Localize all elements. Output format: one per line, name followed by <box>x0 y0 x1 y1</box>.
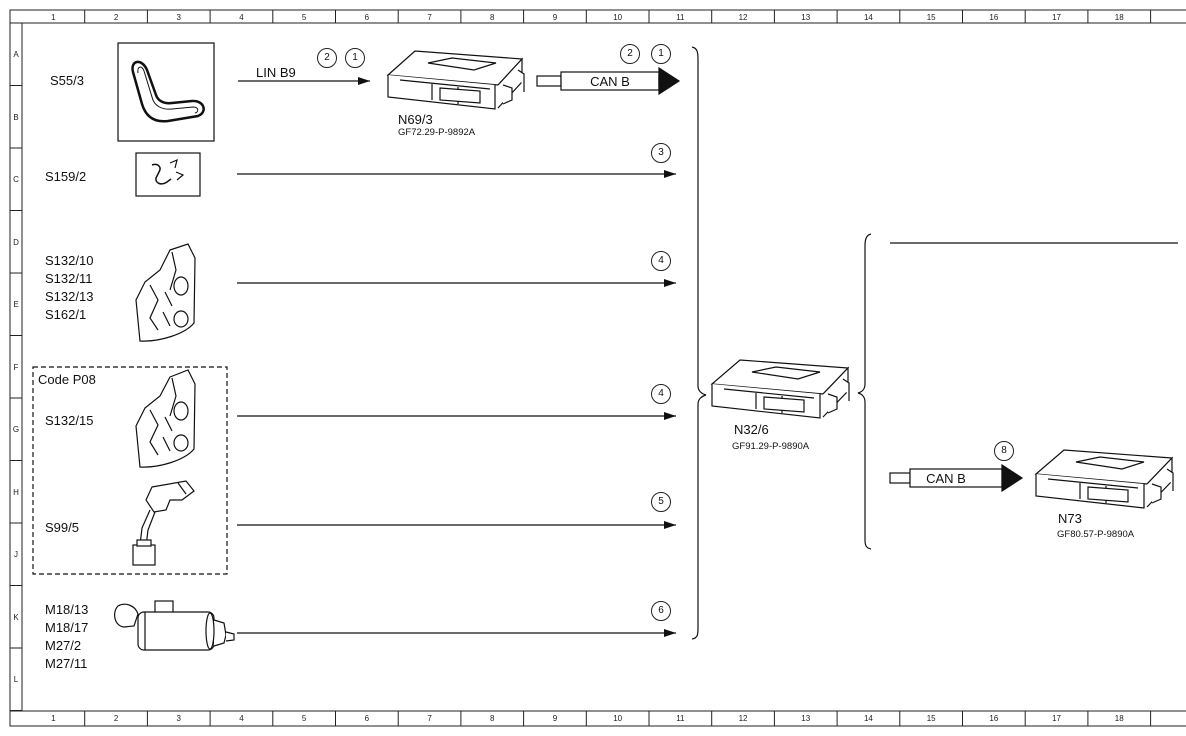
row-label: C <box>13 175 19 185</box>
row-label: L <box>13 675 19 685</box>
label-n69-3: N69/3 <box>398 112 433 127</box>
column-label: 18 <box>1114 714 1124 723</box>
code-p08-box <box>32 366 228 575</box>
column-ticks <box>84 10 1152 726</box>
ref-n73: GF80.57-P-9890A <box>1057 529 1135 540</box>
column-label: 6 <box>364 13 370 22</box>
column-label: 2 <box>113 13 119 22</box>
column-label: 10 <box>613 13 623 22</box>
can-b-top-connector <box>536 66 681 96</box>
row-label: E <box>13 300 19 310</box>
ref-n69-3: GF72.29-P-9892A <box>398 127 476 138</box>
column-label: 9 <box>552 714 558 723</box>
label-s162-1: S162/1 <box>45 307 87 322</box>
column-label: 14 <box>863 13 873 22</box>
row-label: G <box>12 425 20 435</box>
column-label: 3 <box>176 13 181 22</box>
row-ticks <box>10 85 22 711</box>
label-s99-5: S99/5 <box>45 520 79 535</box>
switch-assembly-icon <box>135 369 196 468</box>
column-label: 2 <box>113 714 119 723</box>
column-label: 3 <box>176 714 181 723</box>
can-b-right-connector <box>889 463 1024 493</box>
column-label: 14 <box>863 714 873 723</box>
adjustment-motor-icon <box>114 600 235 651</box>
column-label: 7 <box>427 714 432 723</box>
marker-row-k: 6 <box>651 601 671 621</box>
row-label: K <box>13 612 19 622</box>
marker-can-1: 1 <box>651 44 671 64</box>
marker-can-2: 2 <box>620 44 640 64</box>
marker-row-g: 4 <box>651 384 671 404</box>
column-label: 8 <box>490 13 495 22</box>
column-label: 4 <box>239 13 244 22</box>
label-m18-17: M18/17 <box>45 620 89 635</box>
label-code-p08: Code P08 <box>38 372 96 387</box>
bus-brace-left <box>691 46 707 640</box>
label-s132-13: S132/13 <box>45 289 94 304</box>
marker-lin-2: 2 <box>317 48 337 68</box>
column-label: 11 <box>676 714 685 723</box>
column-label: 11 <box>676 13 685 22</box>
column-label: 13 <box>801 714 811 723</box>
column-label: 15 <box>926 714 936 723</box>
column-label: 1 <box>51 13 56 22</box>
row-label: F <box>13 362 19 372</box>
label-can-b-top: CAN B <box>590 74 630 89</box>
column-label: 7 <box>427 13 432 22</box>
column-label: 9 <box>552 13 558 22</box>
label-lin-b9: LIN B9 <box>256 65 296 80</box>
label-n73: N73 <box>1058 511 1082 526</box>
frame-border <box>9 9 1186 727</box>
column-label: 16 <box>989 13 999 22</box>
row-label: A <box>13 50 19 60</box>
ref-n32-6: GF91.29-P-9890A <box>732 441 810 452</box>
label-s132-10: S132/10 <box>45 253 94 268</box>
label-m27-11: M27/11 <box>45 656 88 671</box>
label-switch-group: S132/10 S132/11 S132/13 S162/1 <box>45 252 93 324</box>
column-label: 12 <box>738 13 748 22</box>
column-label: 16 <box>989 714 999 723</box>
column-label: 10 <box>613 714 623 723</box>
label-m27-2: M27/2 <box>45 638 82 653</box>
column-label: 18 <box>1114 13 1124 22</box>
marker-row-e: 4 <box>651 251 671 271</box>
label-s132-15: S132/15 <box>45 413 94 428</box>
column-label: 13 <box>801 13 811 22</box>
memory-switch-icon <box>135 152 201 197</box>
marker-lin-1: 1 <box>345 48 365 68</box>
column-label: 8 <box>490 714 495 723</box>
label-m18-13: M18/13 <box>45 602 89 617</box>
row-label: J <box>14 550 18 560</box>
control-module-n69-3-icon <box>386 50 525 110</box>
seat-adjust-switch-icon <box>117 42 215 142</box>
label-n32-6: N32/6 <box>734 422 769 437</box>
column-label: 17 <box>1052 13 1061 22</box>
row-label: B <box>13 112 19 122</box>
label-s55-3: S55/3 <box>50 73 84 88</box>
column-label: 15 <box>926 13 936 22</box>
marker-right-can: 8 <box>994 441 1014 461</box>
marker-row-h: 5 <box>651 492 671 512</box>
column-label: 5 <box>301 714 307 723</box>
label-motor-group: M18/13 M18/17 M27/2 M27/11 <box>45 601 88 673</box>
sensor-icon <box>132 480 195 566</box>
door-switch-assembly-icon <box>135 243 196 342</box>
bus-brace-right <box>857 233 872 550</box>
column-label: 4 <box>239 714 244 723</box>
column-label: 12 <box>738 714 748 723</box>
control-module-n73-icon <box>1034 449 1174 509</box>
column-label: 6 <box>364 714 370 723</box>
label-s132-11: S132/11 <box>45 271 93 286</box>
label-can-b-right: CAN B <box>926 471 966 486</box>
marker-row-c: 3 <box>651 143 671 163</box>
column-label: 5 <box>301 13 307 22</box>
column-label: 17 <box>1052 714 1061 723</box>
label-s159-2: S159/2 <box>45 169 87 184</box>
row-label: D <box>13 237 19 247</box>
row-label: H <box>13 487 19 497</box>
control-module-n32-6-icon <box>710 359 850 419</box>
column-label: 1 <box>51 714 56 723</box>
